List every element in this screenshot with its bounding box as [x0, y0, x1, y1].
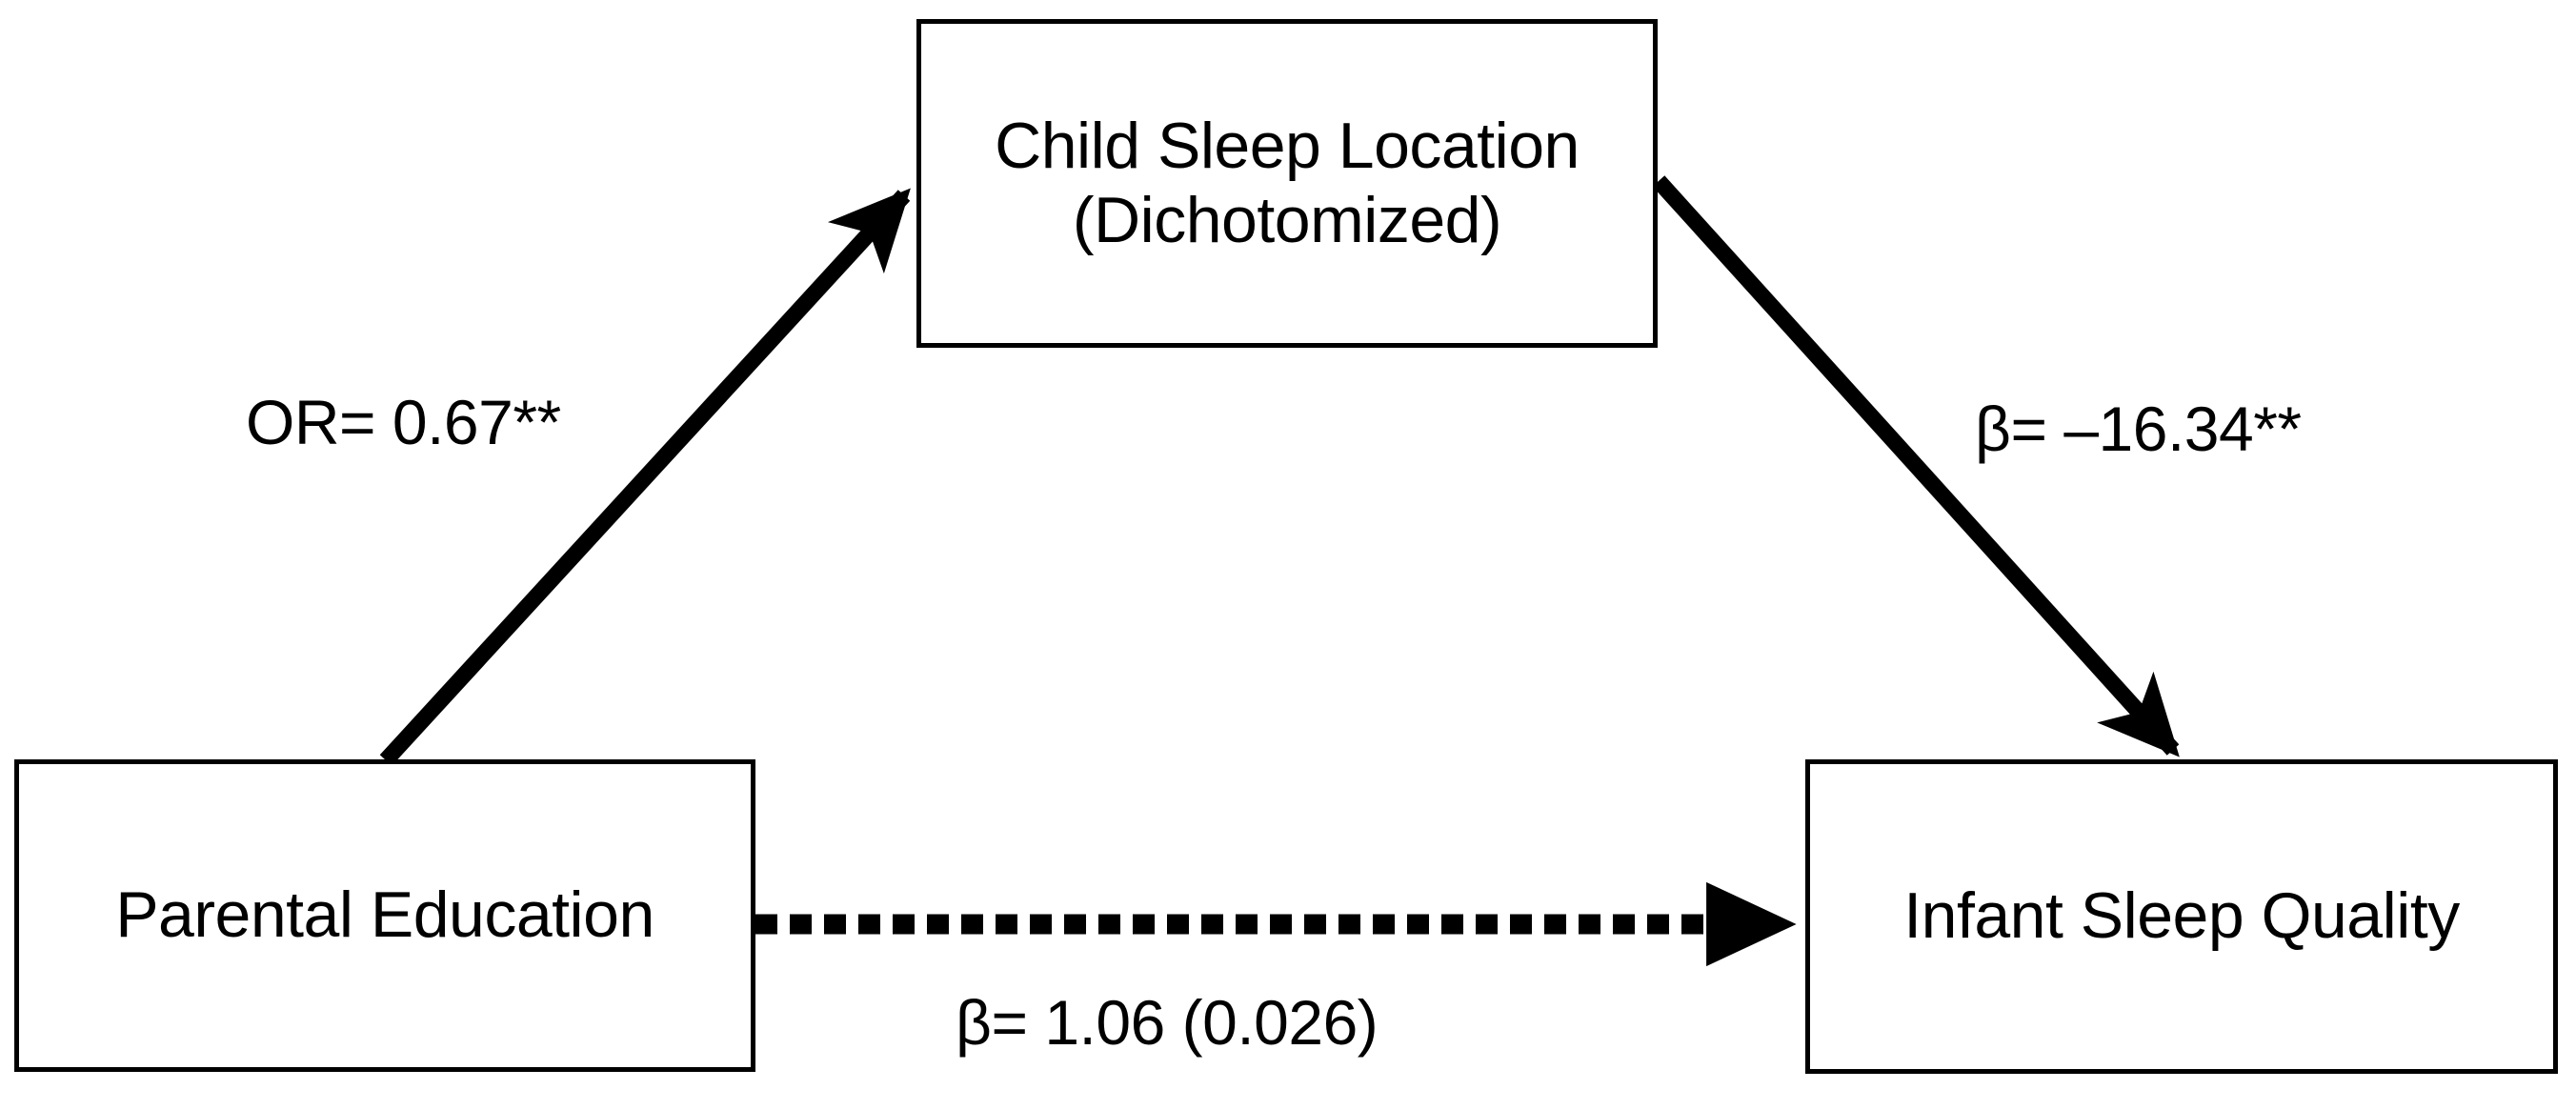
path-label-c-path: β= 1.06 (0.026): [956, 987, 1379, 1058]
node-child-sleep-location: Child Sleep Location (Dichotomized): [916, 19, 1658, 348]
arrow-a-path-predictor-to-mediator: [379, 188, 911, 766]
node-infant-sleep-quality-line1: Infant Sleep Quality: [1903, 879, 2460, 953]
node-child-sleep-location-line2: (Dichotomized): [1072, 183, 1502, 256]
path-label-b-path: β= –16.34**: [1975, 394, 2302, 464]
node-child-sleep-location-line1: Child Sleep Location: [995, 109, 1580, 182]
node-parental-education-line1: Parental Education: [115, 878, 654, 952]
path-label-a-path: OR= 0.67**: [246, 387, 561, 457]
arrow-b-path-mediator-to-outcome: [1652, 175, 2180, 757]
node-infant-sleep-quality: Infant Sleep Quality: [1805, 759, 2558, 1074]
node-parental-education: Parental Education: [14, 759, 755, 1072]
